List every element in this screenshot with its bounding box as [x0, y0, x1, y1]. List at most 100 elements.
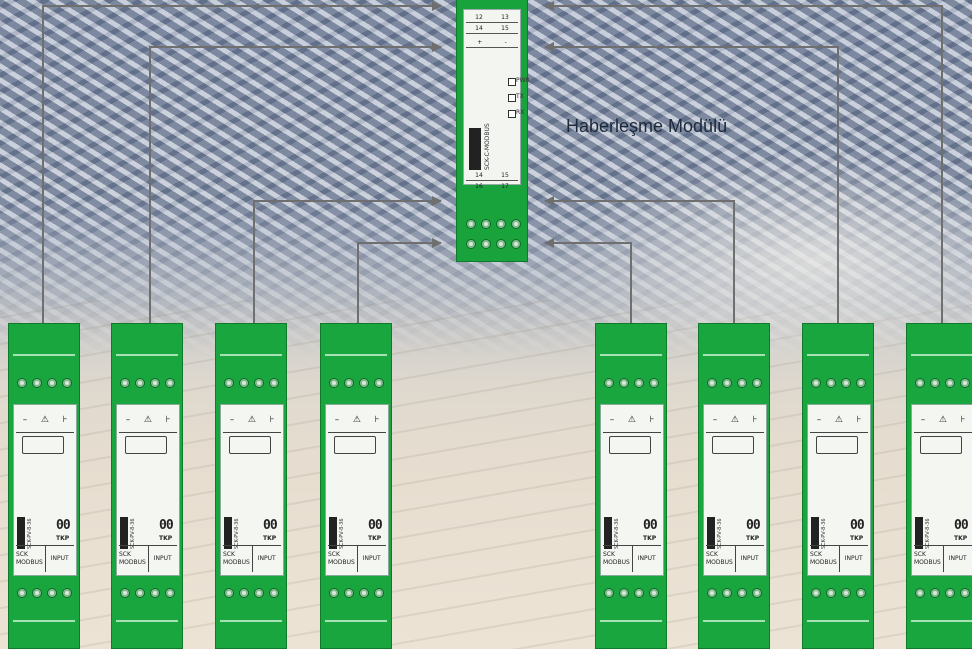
- wire-unit-5: [545, 243, 631, 323]
- unit-display-label: TKP: [159, 535, 172, 542]
- unit-footer-left: SCK MODBUS: [810, 546, 840, 572]
- unit-header: – ⚠ ⊦: [328, 408, 386, 433]
- screw-terminal: [374, 588, 384, 598]
- screw-terminal-row: [811, 378, 866, 388]
- unit-header: – ⚠ ⊦: [914, 408, 972, 433]
- unit-footer-left: SCK MODBUS: [603, 546, 633, 572]
- terminal-label: 16: [475, 183, 483, 190]
- measurement-unit-3: – ⚠ ⊦ SCK-PV-8-36 00 TKP SCK MODBUS INPU…: [215, 323, 287, 649]
- screw-terminal: [915, 378, 925, 388]
- screw-terminal: [481, 219, 491, 229]
- terminal-icon: ⊦: [270, 415, 275, 425]
- warning-icon: ⚠: [731, 415, 739, 425]
- unit-stripe: [116, 354, 178, 356]
- screw-terminal: [329, 378, 339, 388]
- screw-terminal-row: [329, 378, 384, 388]
- unit-display: 00: [56, 518, 70, 533]
- unit-header: – ⚠ ⊦: [603, 408, 661, 433]
- unit-footer-right: INPUT: [633, 546, 662, 572]
- screw-terminal: [239, 378, 249, 388]
- unit-footer: SCK MODBUS INPUT: [223, 545, 281, 572]
- warning-icon: ⚠: [41, 415, 49, 425]
- unit-footer-right: INPUT: [358, 546, 387, 572]
- measurement-unit-6: – ⚠ ⊦ SCK-PV-8-36 00 TKP SCK MODBUS INPU…: [698, 323, 770, 649]
- screw-terminal: [47, 378, 57, 388]
- terminal-icon: ⊦: [166, 415, 171, 425]
- unit-stripe: [600, 354, 662, 356]
- terminal-label: 14: [475, 172, 483, 179]
- unit-stripe: [325, 620, 387, 622]
- terminal-icon: ⊦: [63, 415, 68, 425]
- measurement-unit-2: – ⚠ ⊦ SCK-PV-8-36 00 TKP SCK MODBUS INPU…: [111, 323, 183, 649]
- unit-stripe: [13, 354, 75, 356]
- unit-face: – ⚠ ⊦ SCK-PV-8-36 00 TKP SCK MODBUS INPU…: [807, 404, 871, 576]
- screw-terminal: [752, 378, 762, 388]
- unit-face: – ⚠ ⊦ SCK-PV-8-36 00 TKP SCK MODBUS INPU…: [600, 404, 664, 576]
- screw-terminal: [466, 219, 476, 229]
- unit-stripe: [220, 620, 282, 622]
- screw-terminal: [374, 378, 384, 388]
- unit-face: – ⚠ ⊦ SCK-PV-8-36 00 TKP SCK MODBUS INPU…: [325, 404, 389, 576]
- warning-icon: ⚠: [353, 415, 361, 425]
- unit-footer-right: INPUT: [253, 546, 282, 572]
- unit-stripe: [220, 354, 282, 356]
- screw-terminal: [224, 378, 234, 388]
- arrow-icon: [712, 436, 754, 454]
- screw-terminal: [841, 588, 851, 598]
- terminal-label-row-4: 14 15: [466, 170, 518, 181]
- unit-footer: SCK MODBUS INPUT: [328, 545, 386, 572]
- brand-logo: [469, 128, 481, 170]
- arrow-icon: [609, 436, 651, 454]
- warning-icon: ⚠: [835, 415, 843, 425]
- terminal-icon: ⊦: [961, 415, 966, 425]
- screw-terminal: [722, 378, 732, 388]
- warning-icon: ⚠: [628, 415, 636, 425]
- unit-footer-left: SCK MODBUS: [706, 546, 736, 572]
- unit-face: – ⚠ ⊦ SCK-PV-8-36 00 TKP SCK MODBUS INPU…: [220, 404, 284, 576]
- warning-icon: ⚠: [939, 415, 947, 425]
- unit-footer: SCK MODBUS INPUT: [603, 545, 661, 572]
- unit-footer: SCK MODBUS INPUT: [706, 545, 764, 572]
- screw-terminal: [634, 378, 644, 388]
- unit-header: – ⚠ ⊦: [810, 408, 868, 433]
- screw-terminal: [945, 588, 955, 598]
- led-indicator: [508, 78, 516, 86]
- screw-terminal: [269, 588, 279, 598]
- unit-stripe: [911, 620, 972, 622]
- screw-terminal-row: [604, 588, 659, 598]
- unit-header: – ⚠ ⊦: [119, 408, 177, 433]
- screw-terminal: [826, 588, 836, 598]
- unit-stripe: [13, 620, 75, 622]
- screw-terminal-row: [17, 378, 72, 388]
- screw-terminal: [17, 588, 27, 598]
- screw-terminal: [752, 588, 762, 598]
- screw-terminal: [32, 378, 42, 388]
- wire-unit-8: [545, 6, 942, 323]
- terminal-label: 14: [475, 25, 483, 32]
- screw-terminal: [359, 378, 369, 388]
- arrow-icon: [125, 436, 167, 454]
- unit-display: 00: [263, 518, 277, 533]
- minus-icon: –: [23, 415, 28, 425]
- measurement-unit-8: – ⚠ ⊦ SCK-PV-8-36 00 TKP SCK MODBUS INPU…: [906, 323, 972, 649]
- communication-module: 12 13 14 15 + - PWR TX RX SCK-C-MODBUS 1…: [456, 0, 528, 262]
- screw-terminal: [826, 378, 836, 388]
- measurement-unit-5: – ⚠ ⊦ SCK-PV-8-36 00 TKP SCK MODBUS INPU…: [595, 323, 667, 649]
- screw-terminal: [344, 588, 354, 598]
- screw-terminal-row: [915, 378, 970, 388]
- warning-icon: ⚠: [248, 415, 256, 425]
- measurement-unit-7: – ⚠ ⊦ SCK-PV-8-36 00 TKP SCK MODBUS INPU…: [802, 323, 874, 649]
- screw-terminal: [856, 378, 866, 388]
- unit-display-label: TKP: [368, 535, 381, 542]
- unit-stripe: [325, 354, 387, 356]
- screw-terminal: [359, 588, 369, 598]
- screw-terminal: [47, 588, 57, 598]
- module-model-label: SCK-C-MODBUS: [484, 123, 491, 170]
- terminal-label-row-1: 12 13: [466, 12, 518, 23]
- unit-footer-left: SCK MODBUS: [16, 546, 46, 572]
- unit-display-label: TKP: [746, 535, 759, 542]
- unit-footer-right: INPUT: [944, 546, 972, 572]
- screw-terminal: [496, 239, 506, 249]
- communication-module-caption: Haberleşme Modülü: [566, 116, 727, 137]
- unit-display: 00: [368, 518, 382, 533]
